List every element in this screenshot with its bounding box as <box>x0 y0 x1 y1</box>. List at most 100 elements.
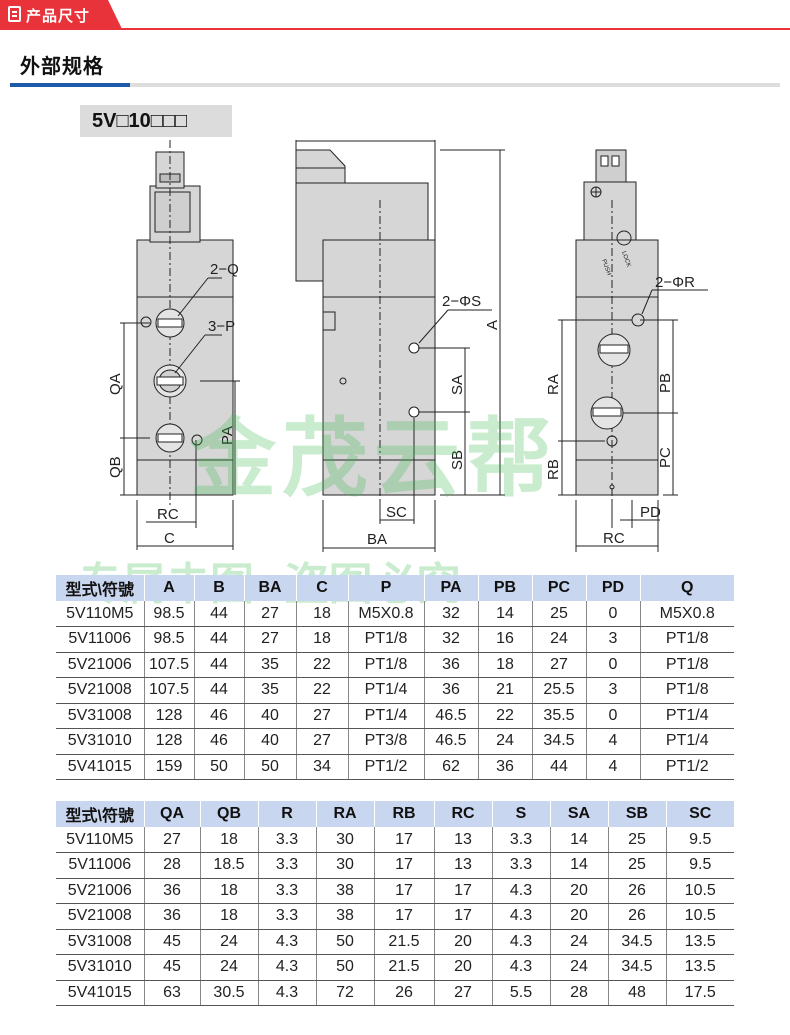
switch-text-push: PUSH <box>600 259 611 277</box>
table-cell: PT1/4 <box>347 677 424 704</box>
table-cell: PT1/8 <box>347 652 424 678</box>
table-cell: 46.5 <box>423 728 478 755</box>
column-header: A <box>143 575 194 601</box>
section-divider <box>10 83 780 87</box>
column-header: 型式\符號 <box>56 575 144 601</box>
table-cell: 45 <box>143 954 200 981</box>
table-cell: 48 <box>607 980 666 1006</box>
column-header: QB <box>199 801 258 827</box>
table-cell: 10.5 <box>665 903 734 930</box>
table-cell: 35 <box>243 652 296 678</box>
table-cell: 4.3 <box>257 954 316 981</box>
table-cell: 20 <box>433 954 492 981</box>
table-cell: 128 <box>143 728 194 755</box>
table-cell: 25 <box>607 827 666 853</box>
table-cell: 44 <box>193 677 244 704</box>
table-cell: 20 <box>549 903 608 930</box>
table-cell: 44 <box>193 601 244 627</box>
label-c: C <box>164 530 175 547</box>
column-header: RA <box>315 801 374 827</box>
table-cell: 32 <box>423 626 478 653</box>
table-cell: 107.5 <box>143 677 194 704</box>
label-2-phi-r: 2−ΦR <box>655 274 695 291</box>
table-cell: 13.5 <box>665 954 734 981</box>
table-cell: PT1/8 <box>639 677 734 704</box>
table-cell: 22 <box>295 652 348 678</box>
label-2-q: 2−Q <box>210 261 239 278</box>
table-cell: 5.5 <box>491 980 550 1006</box>
left-view <box>120 140 240 550</box>
table-cell: 35 <box>243 677 296 704</box>
document-icon <box>8 6 21 22</box>
table-cell: 16 <box>477 626 532 653</box>
table-cell: 21.5 <box>373 929 434 955</box>
table-cell: 10.5 <box>665 878 734 904</box>
table-cell: 40 <box>243 728 296 755</box>
column-header: PD <box>585 575 640 601</box>
column-header: PA <box>423 575 478 601</box>
column-header: C <box>295 575 348 601</box>
table-cell: 24 <box>199 929 258 955</box>
table-cell: 62 <box>423 754 478 780</box>
column-header: BA <box>243 575 296 601</box>
table-cell: 36 <box>477 754 532 780</box>
table-cell: 5V110M5 <box>56 827 144 853</box>
table-cell: 27 <box>295 728 348 755</box>
table-cell: 24 <box>199 954 258 981</box>
table-cell: 36 <box>423 677 478 704</box>
left-view-labels: 2−Q 3−P QA QB PA RC C <box>107 261 239 547</box>
table-cell: 4 <box>585 754 640 780</box>
table-cell: PT1/8 <box>639 626 734 653</box>
table-cell: PT1/4 <box>639 728 734 755</box>
table-cell: 18.5 <box>199 852 258 879</box>
table-cell: 50 <box>315 954 374 981</box>
table-cell: 4.3 <box>491 878 550 904</box>
column-header: RB <box>373 801 434 827</box>
table-cell: 20 <box>549 878 608 904</box>
table-cell: 30 <box>315 852 374 879</box>
table-cell: 5V21006 <box>56 652 144 678</box>
column-header: SB <box>607 801 666 827</box>
table-cell: 18 <box>199 827 258 853</box>
label-pb: PB <box>657 373 674 393</box>
table-cell: 4 <box>585 728 640 755</box>
tab-product-dimensions[interactable]: 产品尺寸 <box>0 0 122 29</box>
table-cell: 50 <box>315 929 374 955</box>
table-cell: 5V11006 <box>56 852 144 879</box>
table-cell: 4.3 <box>491 929 550 955</box>
table-cell: PT1/4 <box>347 703 424 729</box>
column-header: B <box>193 575 244 601</box>
table-cell: PT1/2 <box>639 754 734 780</box>
table-cell: 3.3 <box>257 852 316 879</box>
table-cell: 3.3 <box>257 827 316 853</box>
label-sb: SB <box>449 450 466 470</box>
top-tab-bar: 产品尺寸 <box>0 0 790 32</box>
table-cell: 27 <box>295 703 348 729</box>
table-cell: 107.5 <box>143 652 194 678</box>
table-cell: 0 <box>585 703 640 729</box>
label-qa: QA <box>107 373 124 395</box>
column-header: S <box>491 801 550 827</box>
table-cell: PT1/2 <box>347 754 424 780</box>
table-cell: 25.5 <box>531 677 586 704</box>
table-cell: 17 <box>373 878 434 904</box>
table-cell: 5V21008 <box>56 677 144 704</box>
table-cell: 17 <box>373 827 434 853</box>
table-cell: 98.5 <box>143 626 194 653</box>
table-cell: 44 <box>531 754 586 780</box>
table-cell: 26 <box>607 878 666 904</box>
table-cell: 5V31010 <box>56 954 144 981</box>
table-cell: 5V41015 <box>56 980 144 1006</box>
table-cell: M5X0.8 <box>639 601 734 627</box>
table-cell: 46 <box>193 728 244 755</box>
table-cell: PT3/8 <box>347 728 424 755</box>
table-cell: 5V21006 <box>56 878 144 904</box>
